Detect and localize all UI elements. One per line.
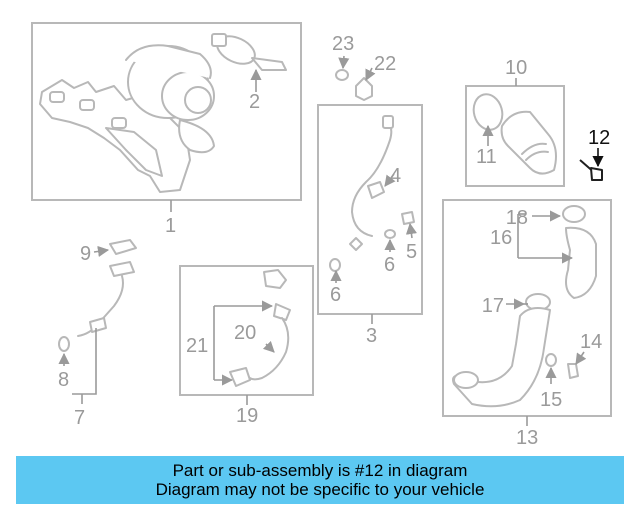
- o-ring-23: [335, 69, 349, 81]
- banner-line-part: Part or sub-assembly is #12 in diagram: [172, 461, 468, 480]
- callout-22-leader: [365, 67, 376, 82]
- callout-14: 14: [580, 331, 602, 353]
- charge-air-pipe: [452, 307, 551, 408]
- actuator-bracket: [251, 57, 287, 71]
- sensor-connector: [263, 269, 287, 289]
- intake-hose-box: [465, 85, 565, 187]
- return-line-clamp: [89, 317, 107, 333]
- callout-1: 1: [165, 215, 176, 237]
- callout-23-leader: [338, 55, 350, 70]
- seal-washer-6-lower: [329, 258, 341, 272]
- callout-22: 22: [374, 53, 396, 75]
- oil-return-line: [77, 275, 124, 337]
- vacuum-hose-group: 20 21 19: [179, 265, 314, 427]
- oil-feed-group: 4 6 5 6 3: [317, 104, 423, 347]
- pipe-flange: [453, 371, 479, 389]
- callout-11: 11: [476, 146, 497, 168]
- callout-19: 19: [236, 405, 258, 427]
- callout-23: 23: [332, 33, 354, 55]
- callout-12[interactable]: 12: [588, 127, 610, 149]
- manifold-flange: [105, 127, 163, 177]
- callout-16: 16: [490, 227, 512, 249]
- gasket-15: [545, 353, 557, 367]
- banner-line-disclaimer: Diagram may not be specific to your vehi…: [155, 480, 485, 499]
- callout-6-lower: 6: [330, 284, 341, 306]
- hose-clamp: [273, 303, 291, 321]
- callout-2: 2: [249, 91, 260, 113]
- callout-20: 20: [234, 322, 256, 344]
- oil-return-group: 9 8 7: [58, 239, 137, 429]
- callout-18: 18: [506, 207, 528, 229]
- callout-9-leader: [93, 245, 110, 257]
- bolt-14: [567, 363, 579, 379]
- bolt-12-head[interactable]: [590, 167, 603, 181]
- oil-line-fitting: [382, 115, 394, 129]
- banjo-bolt-5: [401, 211, 415, 225]
- manifold-port: [49, 91, 65, 103]
- callout-8: 8: [58, 369, 69, 391]
- notice-banner: Part or sub-assembly is #12 in diagram D…: [16, 456, 624, 504]
- intake-pipe: [565, 226, 597, 299]
- clamp-18: [562, 205, 586, 223]
- callout-7-bracket: [72, 328, 97, 395]
- seal-8: [58, 336, 70, 352]
- callout-10: 10: [505, 57, 527, 79]
- intake-hose-group: 11 10: [465, 57, 565, 187]
- callout-9: 9: [80, 243, 91, 265]
- return-line-flange: [109, 261, 135, 277]
- callout-5: 5: [406, 241, 417, 263]
- callout-6-upper: 6: [384, 254, 395, 276]
- callout-4: 4: [390, 165, 401, 187]
- hose-fitting: [229, 367, 251, 387]
- turbo-outlet: [178, 119, 215, 154]
- sensor-22: [355, 77, 373, 101]
- manifold-port: [79, 99, 95, 111]
- oil-line-end: [349, 237, 363, 251]
- hose-rib: [525, 150, 549, 161]
- turbocharger-box: [31, 22, 302, 201]
- callout-5-leader: [405, 222, 417, 239]
- actuator-connector: [211, 33, 227, 47]
- hose-rib: [521, 142, 547, 155]
- seal-washer-6: [384, 229, 396, 239]
- intercooler-pipe-group: 18 16 17 15 14 13: [442, 199, 612, 449]
- callout-21: 21: [186, 335, 208, 357]
- oil-feed-box: [317, 104, 423, 315]
- turbocharger-group: 2 1: [31, 22, 302, 237]
- gasket-9: [109, 239, 137, 255]
- oil-feed-line: [351, 121, 393, 237]
- intake-hose: [500, 110, 557, 175]
- callout-3: 3: [366, 325, 377, 347]
- callout-7: 7: [74, 407, 85, 429]
- sensor-group: 23 22: [332, 33, 396, 101]
- bolt-12-group[interactable]: 12: [579, 127, 610, 181]
- callout-17: 17: [482, 295, 504, 317]
- turbine-inlet: [184, 86, 212, 114]
- callout-14-leader: [575, 351, 587, 365]
- callout-15: 15: [540, 389, 562, 411]
- turbo-heat-shield: [125, 44, 212, 79]
- line-clamp-4: [367, 181, 385, 199]
- callout-4-leader: [384, 173, 396, 187]
- callout-13: 13: [516, 427, 538, 449]
- callout-20-leader: [262, 340, 275, 353]
- manifold-port: [111, 117, 127, 129]
